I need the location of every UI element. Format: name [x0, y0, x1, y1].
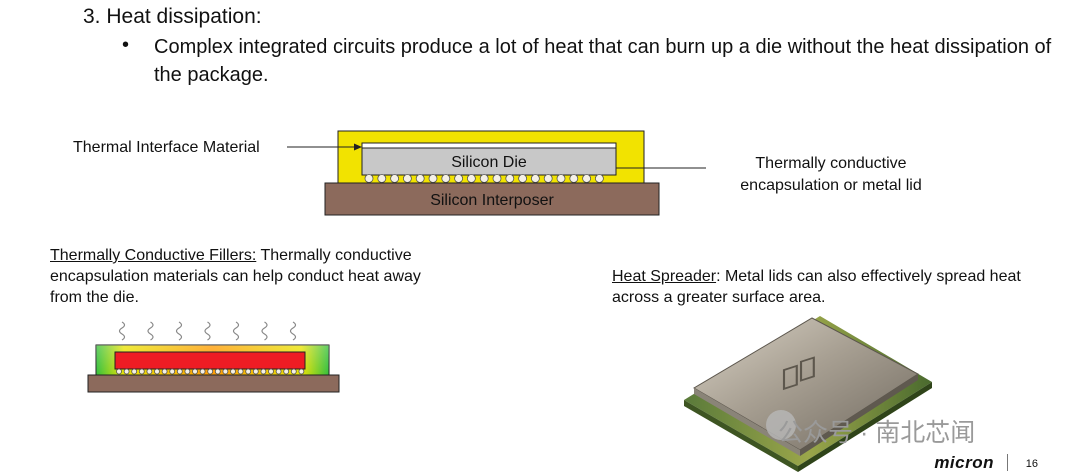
solder-bump	[237, 368, 244, 375]
page-number: 16	[1025, 458, 1038, 470]
solder-bump	[222, 368, 229, 375]
solder-bump	[505, 174, 515, 183]
solder-bump	[531, 174, 540, 183]
solder-bumps-small	[116, 368, 305, 375]
fillers-paragraph: Thermally Conductive Fillers: Thermally …	[50, 245, 430, 308]
solder-bump	[138, 368, 145, 375]
spreader-text: : Metal lids can also effectively spread…	[612, 268, 1021, 306]
fillers-illustration	[87, 321, 340, 393]
heat-wave-icon	[204, 321, 211, 341]
silicon-interposer-label: Silicon Interposer	[430, 192, 554, 209]
solder-bump	[556, 174, 566, 183]
watermark-icon	[766, 410, 796, 440]
solder-bump	[283, 368, 290, 375]
solder-bump	[154, 368, 160, 375]
heat-wave-icons	[118, 321, 297, 341]
lid-logo-mark	[782, 356, 815, 391]
hot-die	[114, 351, 306, 370]
solder-bump	[230, 368, 236, 375]
tim-pointer-arrowhead	[354, 143, 362, 151]
solder-bump	[268, 368, 274, 375]
heat-spreader-chip-image	[684, 316, 932, 472]
solder-bump	[146, 368, 153, 375]
spreader-paragraph: Heat Spreader: Metal lids can also effec…	[612, 266, 1032, 308]
solder-bump	[298, 368, 305, 375]
solder-bump	[428, 174, 438, 183]
heat-wave-icon	[232, 321, 240, 341]
solder-bump	[252, 368, 259, 375]
solder-bumps	[364, 174, 604, 183]
micron-logo: micron	[934, 453, 994, 472]
silicon-die-label: Silicon Die	[451, 154, 527, 171]
chip-substrate-edge	[684, 400, 798, 472]
solder-bump	[466, 174, 476, 183]
solder-bump	[176, 368, 183, 375]
solder-bump	[479, 174, 489, 183]
package-cross-section	[287, 130, 706, 216]
solder-bump	[245, 368, 252, 375]
footer-divider	[1007, 454, 1008, 471]
bullet-text: Complex integrated circuits produce a lo…	[154, 36, 1052, 86]
solder-bump	[364, 174, 374, 183]
solder-bump	[595, 174, 604, 183]
solder-bump	[518, 174, 527, 183]
heat-wave-icon	[147, 321, 154, 341]
solder-bump	[214, 368, 221, 375]
solder-bump	[441, 174, 451, 183]
substrate	[87, 374, 340, 393]
solder-bump	[161, 368, 168, 375]
heat-wave-icon	[289, 321, 297, 341]
spreader-title: Heat Spreader	[612, 268, 717, 285]
solder-bump	[290, 368, 297, 375]
tim-label: Thermal Interface Material	[73, 139, 260, 156]
watermark-text: 公众号 · 南北芯闻	[778, 419, 976, 447]
section-heading: 3. Heat dissipation:	[83, 5, 262, 28]
solder-bump	[377, 174, 387, 183]
heat-wave-icon	[261, 321, 268, 341]
fillers-title: Thermally Conductive Fillers:	[50, 247, 257, 264]
fillers-text: Thermally conductive encapsulation mater…	[50, 247, 421, 306]
solder-bump	[123, 368, 130, 375]
solder-bump	[199, 368, 206, 375]
solder-bump	[260, 368, 267, 375]
solder-bump	[184, 368, 191, 375]
bullet-marker: •	[122, 34, 130, 56]
solder-bump	[116, 368, 122, 375]
heat-wave-icon	[175, 321, 183, 341]
solder-bump	[569, 174, 579, 183]
solder-bump	[390, 174, 400, 183]
solder-bump	[454, 174, 464, 183]
silicon-interposer	[324, 182, 660, 216]
metal-lid-edge	[694, 388, 800, 456]
solder-bump	[192, 368, 198, 375]
solder-bump	[402, 174, 412, 183]
solder-bump	[131, 368, 138, 375]
solder-bump	[582, 174, 591, 183]
solder-bump	[492, 174, 502, 183]
solder-bump	[543, 174, 553, 183]
chip-substrate-edge-right	[798, 382, 932, 472]
metal-lid-edge-right	[800, 374, 918, 456]
solder-bump	[207, 368, 214, 375]
solder-bump	[275, 368, 282, 375]
thermal-interface-layer	[361, 142, 617, 149]
heat-wave-icon	[118, 321, 126, 341]
solder-bump	[169, 368, 176, 375]
solder-bump	[415, 174, 425, 183]
lid-label: Thermally conductive encapsulation or me…	[740, 155, 922, 194]
